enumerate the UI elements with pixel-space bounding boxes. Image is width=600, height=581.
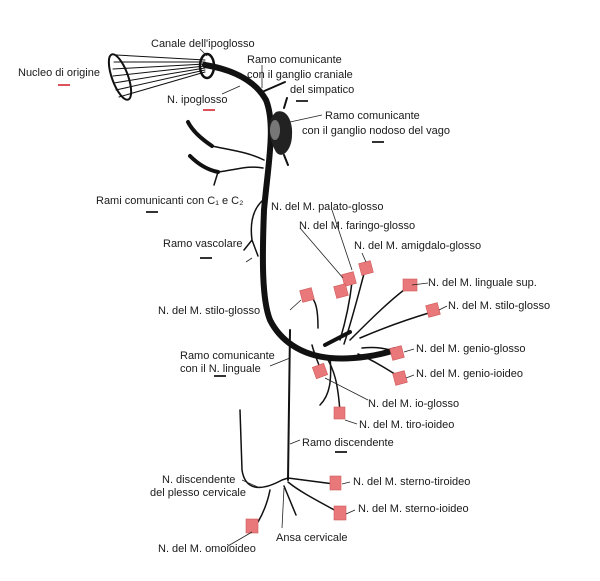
marker-stilo-r	[425, 302, 441, 318]
leader-lines	[199, 48, 448, 547]
marker-palato	[341, 271, 357, 287]
label-sterno-io: N. del M. sterno-ioideo	[358, 503, 469, 515]
text-labels: Nucleo di origine Canale dell'ipoglosso …	[18, 38, 550, 555]
marker-amigdalo	[358, 260, 374, 276]
label-genio-ioideo: N. del M. genio-ioideo	[416, 368, 523, 380]
label-io-glosso: N. del M. io-glosso	[368, 398, 459, 410]
label-ramo-ling-2: con il N. linguale	[180, 363, 261, 375]
label-ramo-gangl-2: con il ganglio craniale	[247, 69, 353, 81]
marker-omo	[245, 518, 259, 534]
label-ansa: Ansa cervicale	[276, 532, 348, 544]
label-ramo-nodoso-2: con il ganglio nodoso del vago	[302, 125, 450, 137]
marker-genio-glosso	[389, 345, 405, 361]
label-stilo-l: N. del M. stilo-glosso	[158, 305, 260, 317]
ansa-branches	[257, 477, 339, 523]
marker-tiro	[333, 406, 346, 420]
label-linguale-sup: N. del M. linguale sup.	[428, 277, 537, 289]
main-nerve-trunk	[202, 62, 398, 362]
c1-c2-rami	[186, 120, 265, 186]
label-palato: N. del M. palato-glosso	[271, 201, 384, 213]
label-n-ipoglosso: N. ipoglosso	[167, 94, 228, 106]
label-nucleo: Nucleo di origine	[18, 67, 100, 79]
label-ramo-gangl-1: Ramo comunicante	[247, 54, 342, 66]
vascular-branch	[243, 199, 264, 257]
label-tiro: N. del M. tiro-ioideo	[359, 419, 454, 431]
marker-genio-ioideo	[392, 370, 408, 386]
label-rami-com: Rami comunicanti con C₁ e C₂	[96, 195, 243, 207]
ansa-cervicalis	[239, 409, 289, 489]
label-genio-glosso: N. del M. genio-glosso	[416, 343, 525, 355]
nodose-ganglion	[269, 97, 293, 166]
label-underlines	[58, 84, 384, 453]
muscle-markers	[245, 260, 441, 534]
label-ramo-ling-1: Ramo comunicante	[180, 350, 275, 362]
label-disc-plesso-1: N. discendente	[162, 474, 235, 486]
label-ramo-nodoso-1: Ramo comunicante	[325, 110, 420, 122]
marker-faringo	[333, 283, 349, 299]
sympathetic-branch	[261, 81, 286, 93]
label-ramo-gangl-3: del simpatico	[290, 84, 354, 96]
label-disc-plesso-2: del plesso cervicale	[150, 487, 246, 499]
label-stilo-r: N. del M. stilo-glosso	[448, 300, 550, 312]
nucleus-of-origin	[107, 53, 206, 101]
label-amigdalo: N. del M. amigdalo-glosso	[354, 240, 481, 252]
label-faringo: N. del M. faringo-glosso	[299, 220, 415, 232]
marker-sterno-io	[333, 505, 347, 521]
marker-linguale-sup	[402, 278, 418, 292]
tongue-terminal-branch	[323, 330, 352, 347]
label-vascolare: Ramo vascolare	[163, 238, 242, 250]
descending-branch	[287, 329, 291, 481]
label-omo: N. del M. omoioideo	[158, 543, 256, 555]
marker-stilo-l	[299, 287, 315, 303]
marker-io-glosso	[311, 362, 329, 380]
label-sterno-tiro: N. del M. sterno-tiroideo	[353, 476, 470, 488]
marker-sterno-tiro	[329, 475, 342, 491]
label-canale: Canale dell'ipoglosso	[151, 38, 255, 50]
label-ramo-disc: Ramo discendente	[302, 437, 394, 449]
